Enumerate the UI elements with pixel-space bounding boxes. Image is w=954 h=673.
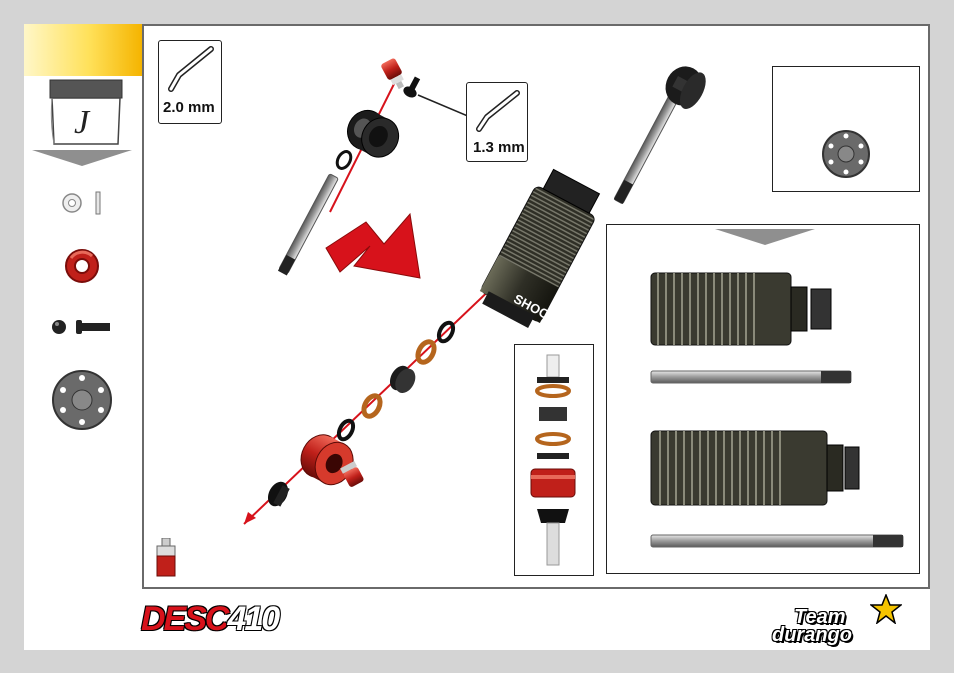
oil-vial-top bbox=[380, 57, 408, 91]
piston-detail-icon bbox=[821, 129, 871, 179]
comparison-box bbox=[606, 224, 920, 574]
stack-order-drawing bbox=[515, 345, 593, 575]
star-icon bbox=[870, 594, 902, 624]
red-ring-icon bbox=[62, 246, 102, 286]
assembly-direction-arrow bbox=[326, 214, 420, 278]
step-tab bbox=[24, 24, 142, 76]
comparison-drawing bbox=[607, 225, 919, 573]
washer-and-pin-icon bbox=[58, 186, 118, 222]
piston-icon bbox=[50, 368, 114, 432]
stack-order-box bbox=[514, 344, 594, 576]
sidebar-down-arrow-icon bbox=[32, 150, 132, 166]
left-shock-shaft bbox=[278, 174, 338, 276]
team-durango-logo: Team durango bbox=[772, 608, 852, 644]
shock-oil-bottle-icon bbox=[154, 538, 178, 578]
assembly-frame: 2.0 mm 1.3 mm bbox=[142, 24, 930, 589]
screw-and-ball-icon bbox=[50, 316, 112, 338]
shock-body: SHOCK bbox=[475, 166, 618, 338]
bleed-screw bbox=[401, 75, 423, 100]
instruction-page: J 2.0 mm bbox=[24, 24, 930, 650]
piston-detail-box bbox=[772, 66, 920, 192]
step-letter: J bbox=[74, 104, 89, 142]
desc410-logo: DESC410 bbox=[141, 600, 278, 639]
